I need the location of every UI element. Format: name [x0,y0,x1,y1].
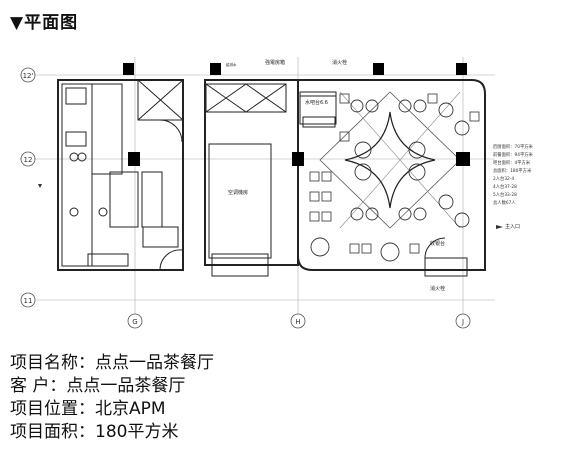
triangle-marker-icon [38,184,42,188]
stat-total-area: 总面积：180平方米 [493,167,532,174]
project-client: 客 户：点点一品茶餐厅 [10,376,186,396]
project-info: 项目名称：点点一品茶餐厅 客 户：点点一品茶餐厅 项目位置：北京APM 项目面积… [10,352,214,444]
stat-kitchen-area: 后厨面积：70平方米 [493,143,534,150]
label-small-note: 給排水 [226,62,237,67]
label-hvac-room: 空调機房 [228,189,248,196]
grid-label-12prime: 12' [23,72,34,80]
grid-label-g: G [132,318,137,326]
label-main-entrance: 主入口 [505,223,520,230]
grid-label-j: J [461,318,464,326]
stat-4-seat: 4人台37-28 [493,183,517,190]
grid-label-11: 11 [24,297,33,305]
stat-5-seat: 5人台33-28 [493,191,517,198]
stat-2-seat: 2人台32-4 [493,175,514,182]
grid-label-h: H [295,318,300,326]
stat-bar-area: 吧台面积：4平方米 [493,159,531,166]
stat-dining-area: 前餐面积：94平方米 [493,151,534,158]
project-name: 项目名称：点点一品茶餐厅 [10,353,214,373]
grid-label-12: 12 [24,156,33,164]
entrance-arrow-icon [496,225,503,229]
floor-plan: 12' 12 11 G H J 給排水 強電房箱 消火栓 水吧台6.6 空调機房… [20,57,534,329]
label-cashier: 收银台 [430,240,445,247]
label-strong-elec-room: 強電房箱 [265,59,285,66]
label-fire-hydrant-bottom: 消火栓 [430,285,445,292]
label-water-bar: 水吧台6.6 [305,99,328,106]
project-area: 项目面积：180平方米 [10,422,179,442]
page-title: ▼平面图 [10,13,79,33]
stat-total-people: 总人数67人 [493,199,516,206]
label-fire-hydrant-top: 消火栓 [332,59,347,66]
project-location: 项目位置：北京APM [10,399,166,419]
